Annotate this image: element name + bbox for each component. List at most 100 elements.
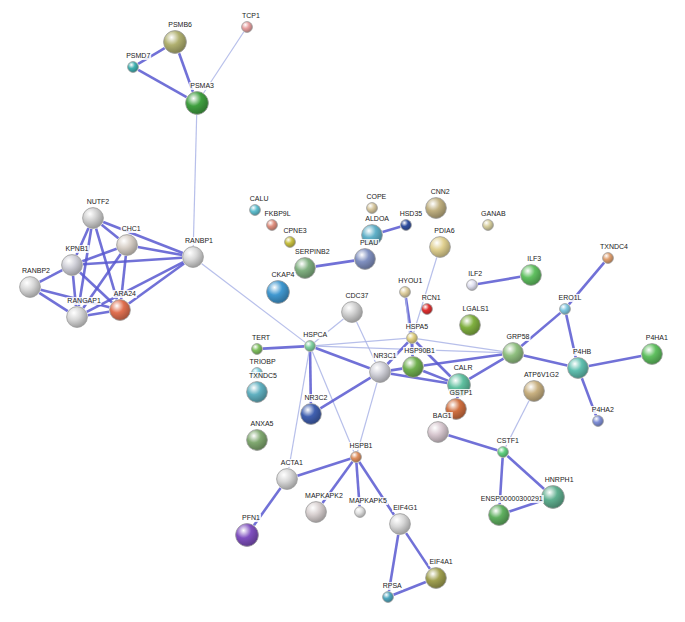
node-sphere: [523, 380, 545, 402]
node-sphere: [354, 248, 376, 270]
node-sphere: [592, 415, 604, 427]
protein-label: ILF2: [467, 270, 483, 278]
protein-node: GRP58: [502, 342, 524, 364]
protein-node: LGALS1: [459, 314, 481, 336]
protein-node: ILF3: [520, 264, 542, 286]
protein-node: ENSP00000300291: [488, 504, 510, 526]
node-sphere: [82, 207, 104, 229]
protein-node: PSMA3: [185, 91, 209, 115]
protein-label: PFN1: [241, 514, 261, 522]
node-sphere: [497, 446, 509, 458]
node-sphere: [300, 403, 322, 425]
protein-node: HSPCA: [304, 340, 316, 352]
protein-node: EIF4G1: [389, 513, 411, 535]
interaction-edge: [359, 462, 394, 515]
node-sphere: [559, 303, 571, 315]
node-sphere: [246, 381, 268, 403]
protein-node: P4HA2: [592, 415, 604, 427]
interaction-edge: [297, 459, 350, 476]
interaction-edge: [383, 227, 401, 232]
protein-node: NR3C2: [300, 403, 322, 425]
node-sphere: [304, 340, 316, 352]
protein-node: RANBP2: [19, 276, 41, 298]
protein-node: PSMD7: [127, 61, 139, 73]
protein-label: ERO1L: [558, 294, 583, 302]
protein-label: HSPCA: [302, 331, 328, 339]
protein-node: EIF4A1: [425, 567, 447, 589]
node-sphere: [109, 299, 131, 321]
protein-label: TERT: [251, 334, 271, 342]
protein-node: P4HB: [567, 357, 589, 379]
protein-node: RPSA: [382, 591, 394, 603]
protein-label: CKAP4: [271, 271, 296, 279]
protein-label: EIF4G1: [392, 504, 418, 512]
node-sphere: [182, 246, 204, 268]
node-sphere: [185, 91, 209, 115]
protein-node: TXNDC4: [602, 252, 614, 264]
protein-label: PSMA3: [189, 82, 215, 90]
interaction-edge: [193, 115, 196, 246]
protein-node: ATP6V1G2: [523, 380, 545, 402]
node-sphere: [284, 236, 296, 248]
protein-node: ILF2: [466, 279, 478, 291]
protein-node: GANAB: [482, 219, 494, 231]
node-sphere: [276, 468, 298, 490]
node-sphere: [541, 485, 565, 509]
protein-label: CSTF1: [496, 437, 520, 445]
protein-node: ANXA5: [246, 429, 268, 451]
protein-node: RCN1: [421, 303, 433, 315]
node-sphere: [399, 286, 411, 298]
protein-node: NR3C1: [369, 361, 391, 383]
node-sphere: [251, 343, 263, 355]
node-sphere: [241, 21, 253, 33]
protein-label: FKBP9L: [264, 210, 292, 218]
protein-node: TCP1: [241, 21, 253, 33]
protein-label: CALU: [249, 195, 270, 203]
protein-label: MAPKAPK2: [304, 492, 344, 500]
interaction-edge: [406, 533, 430, 569]
protein-label: ILF3: [526, 255, 542, 263]
node-sphere: [488, 504, 510, 526]
protein-label: CNN2: [430, 188, 451, 196]
protein-label: TRIOBP: [249, 358, 277, 366]
node-sphere: [266, 280, 290, 304]
node-sphere: [602, 252, 614, 264]
node-sphere: [116, 234, 138, 256]
node-sphere: [406, 332, 418, 344]
protein-label: HSPA5: [405, 323, 429, 331]
protein-label: KPNB1: [65, 245, 90, 253]
node-sphere: [369, 361, 391, 383]
protein-label: TCP1: [241, 12, 261, 20]
protein-node: HSP90B1: [402, 356, 424, 378]
protein-label: PSMB6: [167, 21, 193, 29]
node-sphere: [427, 421, 449, 443]
node-sphere: [66, 306, 88, 328]
protein-node: ACTA1: [276, 468, 298, 490]
node-sphere: [502, 342, 524, 364]
node-sphere: [400, 219, 412, 231]
node-sphere: [459, 314, 481, 336]
interaction-edge: [507, 456, 544, 489]
protein-node: ARA24: [109, 299, 131, 321]
protein-label: GANAB: [480, 210, 507, 218]
protein-label: GSTP1: [449, 389, 474, 397]
protein-node: CPNE3: [284, 236, 296, 248]
node-sphere: [235, 523, 259, 547]
interaction-edge: [316, 348, 370, 368]
protein-node: SERPINB2: [294, 257, 316, 279]
interaction-edge: [202, 264, 305, 343]
protein-label: RANBP2: [21, 267, 51, 275]
protein-label: ENSP00000300291: [480, 495, 544, 503]
protein-label: ATP6V1G2: [523, 371, 560, 379]
protein-node: HSD35: [400, 219, 412, 231]
protein-label: COPE: [365, 193, 387, 201]
node-sphere: [249, 204, 261, 216]
protein-node: MAPKAPK5: [354, 506, 366, 518]
protein-label: CDC37: [345, 292, 370, 300]
interaction-edge: [358, 383, 377, 452]
protein-node: FKBP9L: [266, 219, 278, 231]
protein-label: RANBP1: [184, 237, 214, 245]
protein-label: CPNE3: [282, 227, 307, 235]
protein-node: CKAP4: [266, 280, 290, 304]
